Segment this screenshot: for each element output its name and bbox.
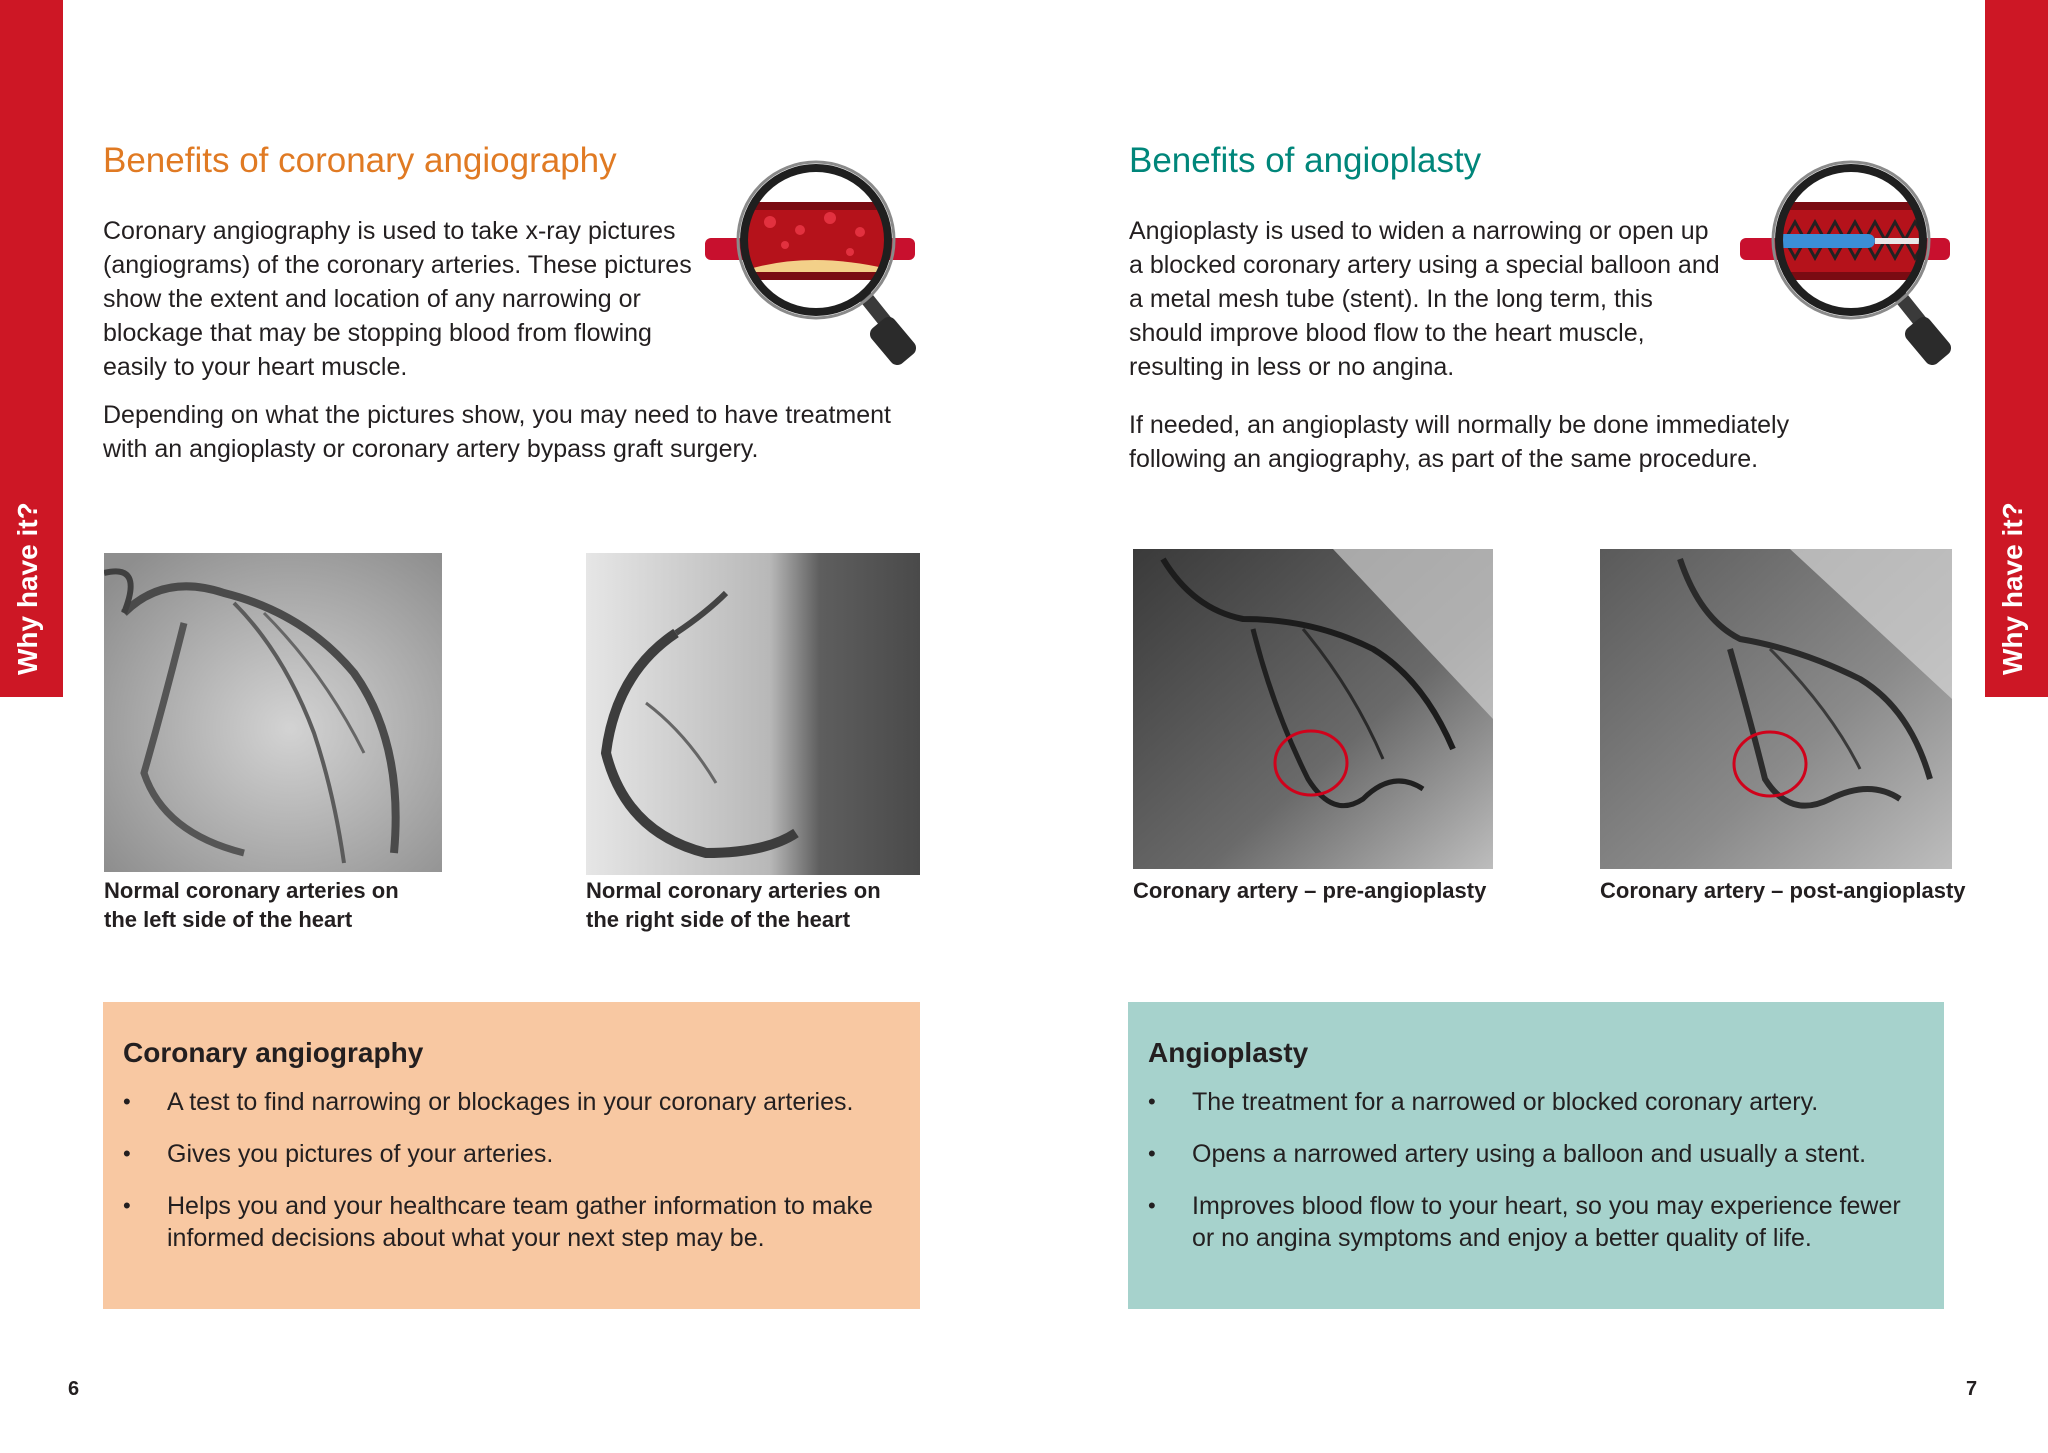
box-title: Angioplasty bbox=[1148, 1037, 1309, 1068]
left-intro-paragraph: Coronary angiography is used to take x-r… bbox=[103, 217, 692, 381]
box-list: •A test to find narrowing or blockages i… bbox=[123, 1086, 900, 1254]
page-number-left: 6 bbox=[68, 1378, 80, 1400]
right-heading: Benefits of angioplasty bbox=[1129, 141, 1482, 180]
caption-pre-angioplasty: Coronary artery – pre-angioplasty bbox=[1133, 878, 1487, 903]
box-list: •The treatment for a narrowed or blocked… bbox=[1148, 1086, 1924, 1254]
side-tab-right: Why have it? bbox=[1985, 0, 2048, 697]
side-tab-label: Why have it? bbox=[11, 502, 43, 675]
left-followup-paragraph: Depending on what the pictures show, you… bbox=[103, 401, 891, 463]
side-tab-label: Why have it? bbox=[1996, 502, 2028, 675]
left-heading: Benefits of coronary angiography bbox=[103, 141, 617, 180]
list-item: •Gives you pictures of your arteries. bbox=[123, 1140, 554, 1168]
list-item: •Helps you and your healthcare team gath… bbox=[123, 1192, 873, 1252]
caption-post-angioplasty: Coronary artery – post-angioplasty bbox=[1600, 878, 1966, 903]
bullet: • bbox=[1148, 1089, 1156, 1114]
list-item: •Improves blood flow to your heart, so y… bbox=[1148, 1192, 1901, 1252]
xray-post-angioplasty bbox=[1600, 549, 1952, 869]
caption-right-side: Normal coronary arteries on the right si… bbox=[586, 878, 881, 932]
right-followup-paragraph: If needed, an angioplasty will normally … bbox=[1129, 411, 1790, 473]
side-tab-left: Why have it? bbox=[0, 0, 63, 697]
angioplasty-summary-box: Angioplasty •The treatment for a narrowe… bbox=[1128, 1002, 1944, 1309]
bullet: • bbox=[1148, 1193, 1156, 1218]
list-item: •The treatment for a narrowed or blocked… bbox=[1148, 1088, 1819, 1116]
bullet: • bbox=[1148, 1141, 1156, 1166]
caption-left-side: Normal coronary arteries on the left sid… bbox=[104, 878, 399, 932]
right-intro-paragraph: Angioplasty is used to widen a narrowing… bbox=[1129, 217, 1720, 381]
magnifier-stent-illustration bbox=[1740, 160, 1952, 365]
magnifier-artery-illustration bbox=[705, 160, 917, 365]
list-item: •Opens a narrowed artery using a balloon… bbox=[1148, 1140, 1867, 1168]
bullet: • bbox=[123, 1193, 131, 1218]
page-number-right: 7 bbox=[1966, 1378, 1978, 1400]
xray-pre-angioplasty bbox=[1133, 549, 1493, 869]
angiography-summary-box: Coronary angiography •A test to find nar… bbox=[103, 1002, 920, 1309]
xray-left-side-heart bbox=[104, 553, 442, 872]
box-title: Coronary angiography bbox=[123, 1037, 424, 1068]
bullet: • bbox=[123, 1141, 131, 1166]
list-item: •A test to find narrowing or blockages i… bbox=[123, 1088, 854, 1116]
bullet: • bbox=[123, 1089, 131, 1114]
xray-right-side-heart bbox=[586, 553, 920, 875]
